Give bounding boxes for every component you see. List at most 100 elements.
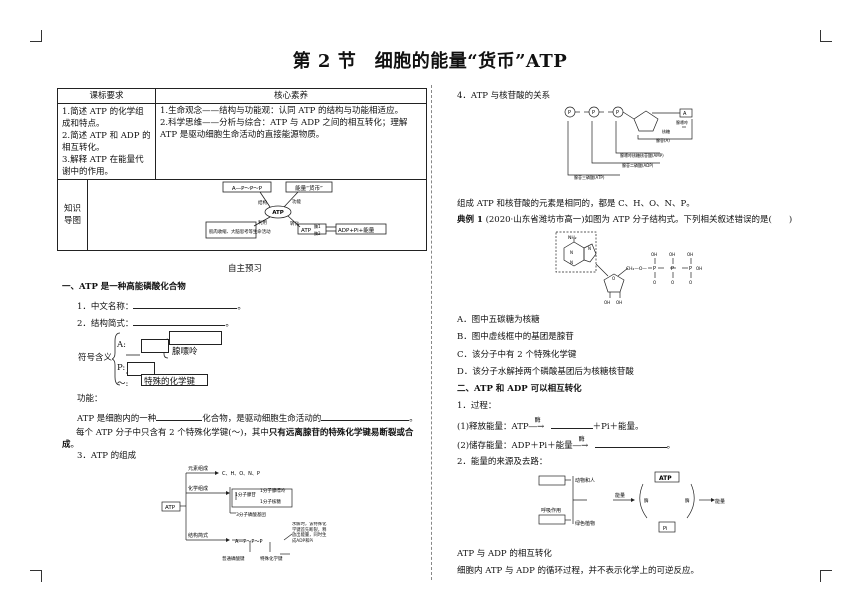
- plants-label: 绿色植物: [575, 520, 595, 527]
- ring-oxygen: O: [612, 276, 615, 281]
- hydroxyl: OH: [669, 252, 675, 257]
- ch2-group: CH₂—O—: [626, 266, 647, 272]
- corner-mark: [30, 30, 42, 42]
- store-energy-equation: (2)储存能量：ADP＋Pi＋能量酶―→。: [457, 436, 676, 452]
- atp-composition-diagram: ATP 元素组成 C、H、O、N、P 化学组成 1分子腺苷 1分子腺嘌呤 1分子…: [161, 465, 327, 562]
- enzyme-arrow: 酶―→: [528, 417, 545, 432]
- mindmap-node: 肌肉收缩、大脑思考等生命活动: [209, 228, 271, 235]
- note-emphasis: 只有远离腺苷的特殊化学键易断裂或合成: [62, 428, 414, 450]
- process-label: 1．过程：: [457, 401, 497, 411]
- knowledge-mindmap: A—P～P～P 能量“货币” ATP 肌肉收缩、大脑思考等生命活动 ATP 酶1…: [205, 181, 387, 239]
- atp-nucleotide-diagram: P P P A 腺嘌呤 核糖 腺苷(A) 腺嘌呤核糖核苷酸(AMP) 腺苷二磷酸…: [564, 106, 693, 180]
- comp-value: 特殊化学键: [260, 555, 283, 562]
- adenine-label: 腺嘌呤: [676, 119, 688, 125]
- mindmap-node: ATP: [301, 228, 312, 234]
- core-item: 2.科学思维——分析与综合：ATP 与 ADP 之间的相互转化；理解 ATP 是…: [159, 118, 408, 140]
- corner-mark: [820, 570, 832, 582]
- comp-value: 3分子磷酸基团: [236, 511, 266, 518]
- phosphorus: P: [671, 266, 674, 272]
- mindmap-label-cell: 知识 导图: [57, 179, 88, 251]
- animals-label: 动物和人: [575, 477, 595, 484]
- blank-line: [594, 437, 667, 448]
- oxygen: O: [689, 280, 692, 285]
- comp-value: 1分子腺嘌呤: [260, 487, 286, 494]
- bond-label: 特殊的化学键: [144, 377, 196, 386]
- equation-text: (1)释放能量：ATP: [457, 422, 529, 432]
- enzyme-label: 酶: [578, 436, 585, 443]
- nitrogen: N: [570, 260, 573, 265]
- note-text: 每个 ATP 分子中只含有 2 个特殊化学键(～)，其中: [76, 428, 269, 438]
- comp-atp: ATP: [165, 505, 176, 511]
- conversion-subheading: ATP 与 ADP 的相互转化: [457, 549, 552, 559]
- table-header-core: 核心素养: [154, 88, 428, 104]
- mindmap-cell: A—P～P～P 能量“货币” ATP 肌肉收缩、大脑思考等生命活动 ATP 酶1…: [87, 179, 427, 251]
- question-3: 3．ATP 的组成: [77, 451, 137, 461]
- requirements-cell: 1.简述 ATP 的化学组成和特点。 2.简述 ATP 和 ADP 的相互转化。…: [57, 103, 156, 180]
- symbol-meaning-label: 符号含义: [78, 353, 113, 363]
- function-label: 功能：: [77, 394, 103, 404]
- mindmap-label: 导图: [63, 216, 81, 226]
- requirement-item: 1.简述 ATP 的化学组成和特点。: [62, 106, 144, 129]
- cycle-pi: Pi: [663, 526, 667, 532]
- comp-label: 结构简式: [188, 532, 208, 539]
- adenine-label: 腺嘌呤: [172, 347, 198, 357]
- phosphate-symbol: P: [592, 110, 595, 116]
- question-4: 4．ATP 与核苷酸的关系: [457, 91, 551, 101]
- phosphorus: P: [689, 266, 692, 272]
- comp-value: 1分子腺苷: [235, 491, 256, 498]
- phosphate-symbol: P: [616, 110, 619, 116]
- requirement-item: 3.解释 ATP 在能量代谢中的作用。: [62, 154, 144, 177]
- comp-value: 普通磷酸键: [222, 555, 245, 562]
- option-d: D．该分子水解掉两个磷酸基团后为核糖核苷酸: [457, 367, 634, 377]
- table-header-requirements: 课标要求: [57, 88, 156, 104]
- energy-out-label: 能量: [715, 498, 725, 505]
- blank-line: [133, 315, 226, 326]
- mindmap-enzyme: 酶2: [314, 230, 321, 236]
- respiration-label: 呼吸作用: [541, 507, 561, 514]
- phosphorus: P: [653, 266, 656, 272]
- equation-text: 。: [666, 441, 676, 451]
- phosphate-symbol: P: [568, 110, 571, 116]
- hydroxyl: OH: [604, 300, 610, 305]
- requirement-item: 2.简述 ATP 和 ADP 的相互转化。: [62, 130, 151, 153]
- equation-text: (2)储存能量：ADP＋Pi＋能量: [457, 441, 573, 451]
- corner-mark: [820, 30, 832, 42]
- core-cell: 1.生命观念——结构与功能观：认同 ATP 的结构与功能相适应。 2.科学思维—…: [154, 103, 428, 180]
- function-text: 。: [409, 414, 418, 424]
- nh2-group: NH₂: [568, 235, 577, 241]
- blank-line: [550, 418, 593, 429]
- answer-box: 特殊的化学键: [141, 374, 208, 386]
- mindmap-node: ADP+Pi+能量: [338, 226, 375, 234]
- oxygen: O: [671, 280, 674, 285]
- comp-value: 1分子核糖: [260, 498, 281, 505]
- base-label: A: [683, 111, 687, 117]
- comp-value: C、H、O、N、P: [222, 471, 260, 477]
- mindmap-edge: 利用: [258, 219, 267, 226]
- conversion-description: 细胞内 ATP 与 ADP 的循环过程，并不表示化学上的可逆反应。: [457, 566, 700, 576]
- atp-label: 腺苷三磷酸(ATP): [574, 174, 605, 180]
- function-sentence: ATP 是细胞内的一种化合物，是驱动细胞生命活动的。: [77, 410, 418, 425]
- question-2: 2．结构简式：。: [77, 315, 234, 330]
- blank-line: [133, 298, 238, 309]
- hydroxyl: OH: [616, 300, 622, 305]
- mindmap-edge: 转化: [290, 220, 299, 227]
- comp-label: 化学组成: [188, 485, 208, 492]
- cycle-enzyme: 酶: [685, 497, 690, 504]
- hydrolysis-note: 水解时，该特殊化学键首先断裂，释放出能量，同时生成ADP和Pi: [292, 522, 327, 544]
- example-question: 典例 1 (2020·山东省潍坊市高一)如图为 ATP 分子结构式。下列相关叙述…: [457, 214, 792, 226]
- blank-line: [321, 410, 410, 421]
- adenosine-label: 腺苷(A): [656, 137, 670, 143]
- symbol-P: P:: [117, 363, 126, 373]
- comp-label: 元素组成: [188, 465, 208, 472]
- core-item: 1.生命观念——结构与功能观：认同 ATP 的结构与功能相适应。: [159, 106, 404, 116]
- column-divider: [431, 85, 432, 580]
- ribose-label: 核糖: [662, 128, 670, 134]
- blank-line: [156, 410, 203, 421]
- symbol-wave: ～:: [117, 379, 129, 389]
- example-tag: 典例 1: [457, 215, 483, 225]
- section-heading: 二、ATP 和 ADP 可以相互转化: [457, 384, 582, 394]
- adp-label: 腺苷二磷酸(ADP): [622, 162, 654, 168]
- option-a: A．图中五碳糖为核糖: [457, 315, 540, 325]
- answer-box: [169, 331, 222, 345]
